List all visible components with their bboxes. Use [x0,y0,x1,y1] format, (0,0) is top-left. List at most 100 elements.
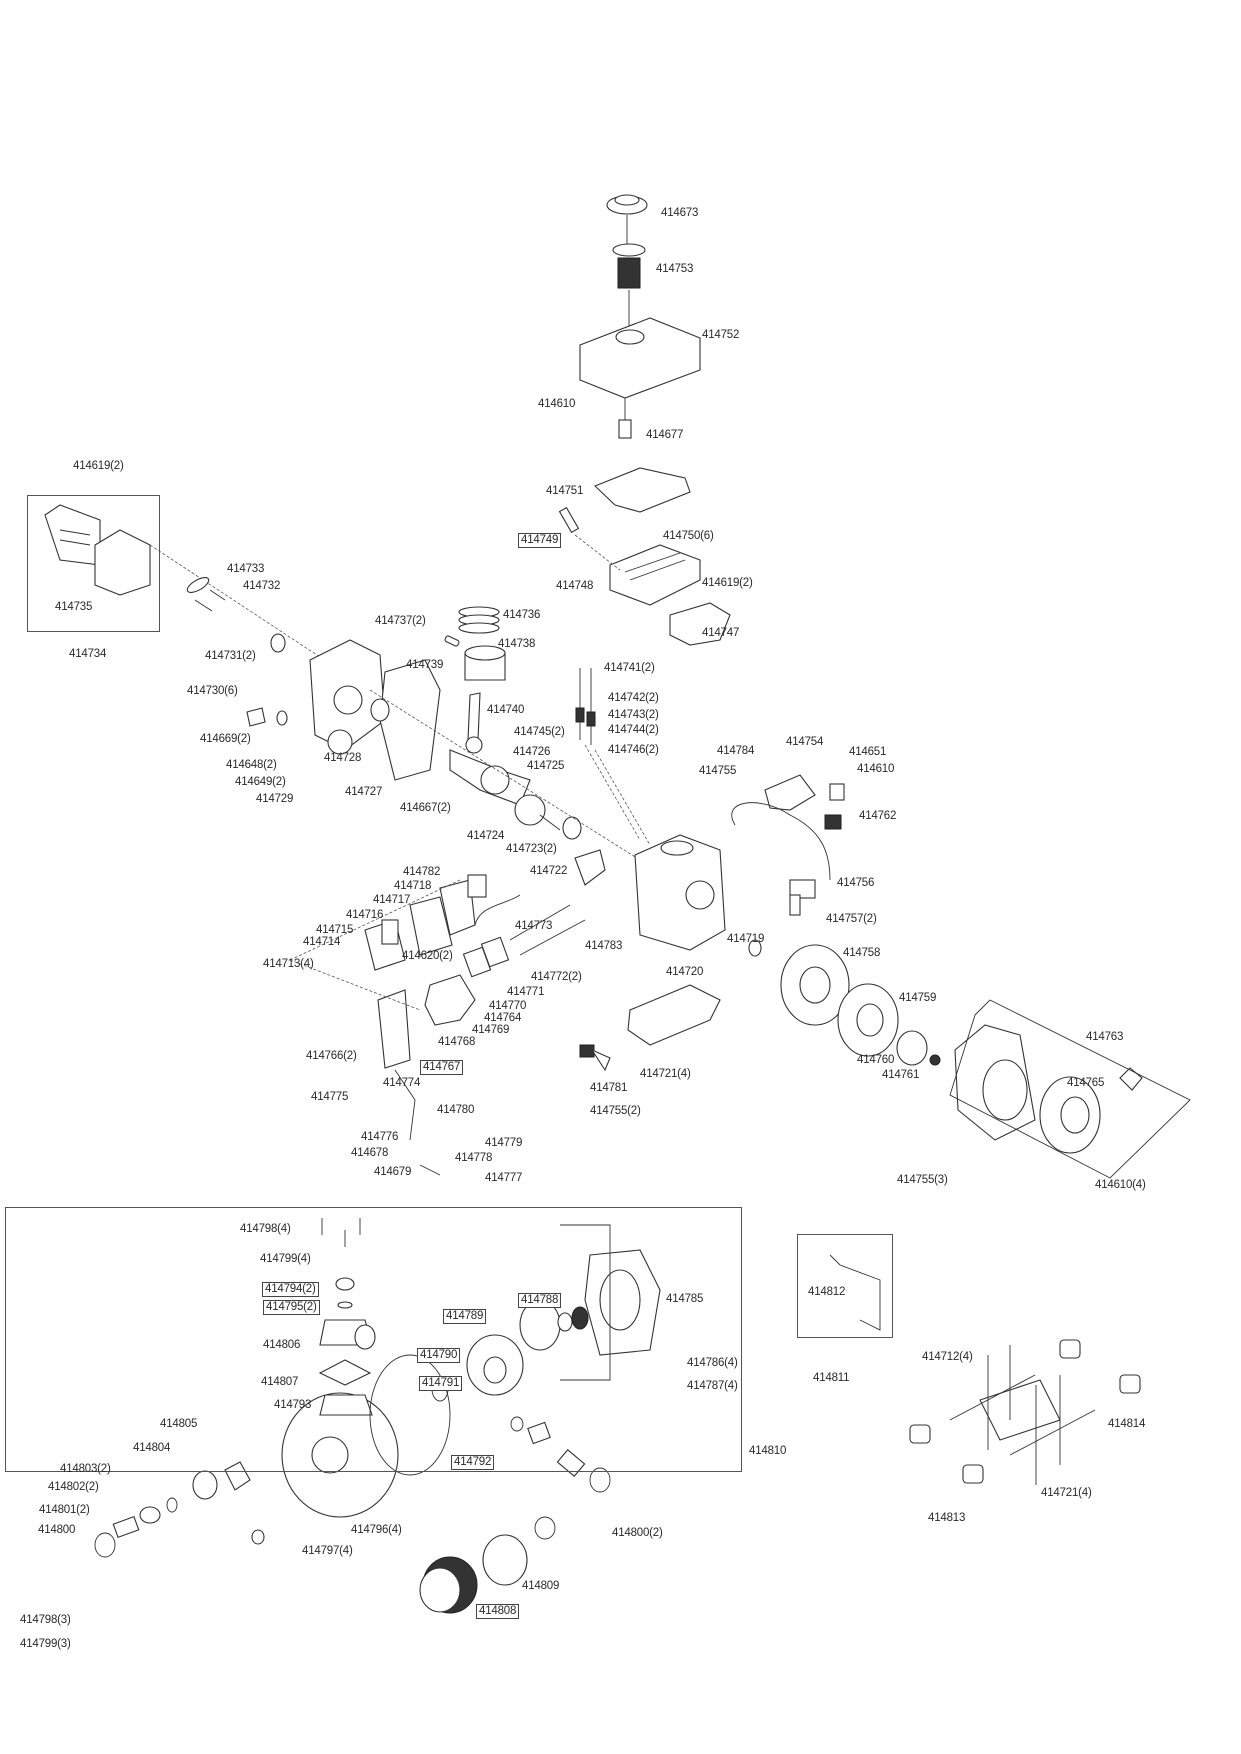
callout-valve-stem-seal: 414745(2) [514,726,565,738]
intake-studs-icon [509,904,586,956]
callout-frame: 414814 [1108,1418,1146,1430]
callout-control-lever: 414781 [590,1082,628,1094]
frame-icon [949,1374,1096,1456]
callout-carb-gasket: 414764 [484,1012,522,1024]
callout-pump-bolts-bottom: 414798(3) [20,1614,71,1626]
callout-fan-cover-nuts: 414755(3) [897,1174,948,1186]
callout-flywheel: 414758 [843,947,881,959]
callout-piston-rings: 414736 [503,609,541,621]
starter-cup-icon [896,1030,928,1066]
callout-volute-oring: 414792 [451,1455,495,1470]
callout-priming-plug: 414794(2) [262,1282,319,1297]
muffler-gasket-icon [186,577,210,593]
frame-bolts-icon [987,1345,1061,1485]
callout-head-nuts: 414619(2) [702,577,753,589]
flywheel-icon [780,944,850,1026]
callout-carburetor: 414769 [472,1024,510,1036]
callout-valve-spring-seat: 414742(2) [608,692,659,704]
callout-muffler-studs: 414732 [243,580,281,592]
callout-arm-bolt: 414679 [374,1166,412,1178]
callout-governor-gear: 414728 [324,752,362,764]
callout-breather-gasket2: 414716 [346,909,384,921]
callout-fan: 414759 [899,992,937,1004]
callout-shroud: 414754 [786,736,824,748]
callout-switch: 414651 [849,746,887,758]
group-handle-label: 414811 [813,1372,850,1384]
fuel-valve-icon [618,419,632,439]
callout-oil-dipstick: 414669(2) [200,733,251,745]
connecting-rod-icon [465,692,483,754]
camshaft-icon [514,794,561,831]
callout-crank-key: 414725 [527,760,565,772]
governor-gear-icon [327,729,353,755]
handle-icon [829,1254,881,1331]
callout-insulator-gasket: 414771 [507,986,545,998]
callout-mech-seal: 414788 [518,1293,562,1308]
callout-pump-casing: 414793 [274,1399,312,1411]
callout-inlet-housing: 414804 [133,1442,171,1454]
callout-governor-arm: 414776 [361,1131,399,1143]
callout-hose-nut: 414802(2) [48,1481,99,1493]
callout-base-bolts: 414721(4) [640,1068,691,1080]
muffler-assembly-box [27,495,160,632]
breather-parts-icon [364,874,487,971]
callout-piston-pin: 414739 [406,659,444,671]
flywheel-nut-icon [929,1054,941,1066]
fuel-cap-icon [606,194,648,215]
callout-arm-nut: 414678 [351,1147,389,1159]
rocker-icon [574,849,606,886]
callout-breather-filter: 414715 [316,924,354,936]
callout-fuel-cap: 414673 [661,207,699,219]
head-cover-icon [593,467,691,513]
oil-alert-icon [824,814,842,830]
callout-shroud-nut: 414755 [699,765,737,777]
outlet-housing-icon [319,1319,376,1350]
callout-frame-cap: 414813 [928,1512,966,1524]
callout-starter-cup: 414760 [857,1054,895,1066]
callout-oil-sensor: 414783 [585,940,623,952]
callout-coil-bolts: 414757(2) [826,913,877,925]
callout-valve-spring: 414743(2) [608,709,659,721]
callout-base-plate: 414720 [666,966,704,978]
callout-air-filter: 414767 [420,1060,464,1075]
callout-strainer: 414808 [476,1604,520,1619]
callout-hose-clamps: 414800(2) [612,1527,663,1539]
callout-head-bolts: 414750(6) [663,530,714,542]
callout-switch-nut: 414610 [857,763,895,775]
callout-air-gasket: 414768 [438,1036,476,1048]
callout-recoil-starter: 414765 [1067,1077,1105,1089]
callout-spark-plug: 414749 [518,533,562,548]
inlet-flange-icon [224,1461,251,1491]
mech-seal-icon [557,1306,589,1332]
pump-bolts-icon [321,1218,361,1247]
callout-intake-studs: 414772(2) [531,971,582,983]
callout-cylinder-block: 414719 [727,933,765,945]
fuel-hose-icon [474,894,521,926]
piston-icon [464,645,506,681]
group-muffler-label: 414734 [69,648,107,660]
bearing-cover-icon [370,698,390,722]
callout-pump-washers-bottom: 414799(3) [20,1638,71,1650]
callout-impeller-oring: 414791 [419,1376,463,1391]
callout-strainer-cap: 414809 [522,1580,560,1592]
air-filter-icon [377,989,411,1069]
callout-frame-nuts: 414712(4) [922,1351,973,1363]
callout-valve-rotator: 414746(2) [608,744,659,756]
callout-camshaft: 414724 [467,830,505,842]
callout-pump-bracket: 414785 [666,1293,704,1305]
callout-oil-seal: 414731(2) [205,650,256,662]
inlet-housing-icon [192,1470,218,1500]
callout-fuel-hose: 414773 [515,920,553,932]
callout-muffler-nuts: 414619(2) [73,460,124,472]
callout-bracket-bolts: 414787(4) [687,1380,738,1392]
callout-dowel-pin: 414667(2) [400,802,451,814]
frame-cap-icon [909,1339,1141,1484]
pump-assembly-box [5,1207,742,1472]
spark-plug-cable-icon [731,802,831,881]
callout-valve-retainer: 414744(2) [608,724,659,736]
group-recoil-label: 414763 [1086,1031,1124,1043]
callout-lever-nuts: 414755(2) [590,1105,641,1117]
carburetor-icon [424,936,510,1026]
callout-breather-tube: 414782 [403,866,441,878]
piston-pin-icon [444,635,460,647]
